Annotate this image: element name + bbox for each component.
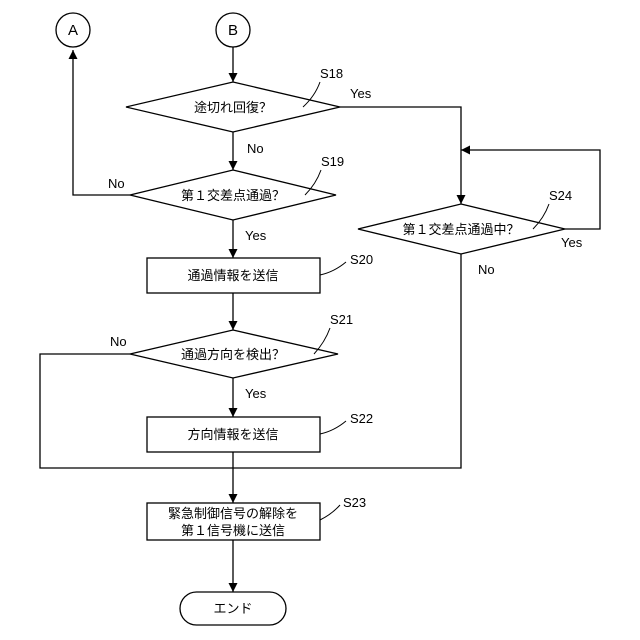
process-s23: 緊急制御信号の解除を 第１信号機に送信 xyxy=(147,503,320,540)
connector-b: B xyxy=(216,13,250,47)
step-label-s19: S19 xyxy=(321,154,344,169)
branch-s18-no: No xyxy=(247,141,264,156)
decision-s18: 途切れ回復？ xyxy=(126,82,340,132)
flow-s19-no xyxy=(73,50,130,195)
leader-s23 xyxy=(320,505,340,520)
step-label-s18: S18 xyxy=(320,66,343,81)
branch-s19-yes: Yes xyxy=(245,228,267,243)
svg-text:通過情報を送信: 通過情報を送信 xyxy=(187,269,278,284)
step-label-s20: S20 xyxy=(350,252,373,267)
svg-text:エンド: エンド xyxy=(213,602,252,617)
terminal-end: エンド xyxy=(180,592,286,625)
svg-text:第１交差点通過？: 第１交差点通過？ xyxy=(181,188,285,204)
branch-s24-no: No xyxy=(478,262,495,277)
process-s22: 方向情報を送信 xyxy=(147,417,320,452)
branch-s18-yes: Yes xyxy=(350,86,372,101)
svg-text:第１信号機に送信: 第１信号機に送信 xyxy=(181,524,285,539)
branch-s21-no: No xyxy=(110,334,127,349)
svg-text:B: B xyxy=(228,22,238,39)
svg-text:第１交差点通過中？: 第１交差点通過中？ xyxy=(402,222,519,238)
leader-s22 xyxy=(320,421,346,434)
flow-s18-yes xyxy=(340,107,461,204)
step-label-s23: S23 xyxy=(343,495,366,510)
svg-text:緊急制御信号の解除を: 緊急制御信号の解除を xyxy=(168,507,298,522)
svg-text:方向情報を送信: 方向情報を送信 xyxy=(187,427,278,443)
branch-s21-yes: Yes xyxy=(245,386,267,401)
svg-text:A: A xyxy=(68,22,78,39)
svg-text:通過方向を検出？: 通過方向を検出？ xyxy=(181,347,285,363)
decision-s21: 通過方向を検出？ xyxy=(130,330,338,378)
branch-s24-yes: Yes xyxy=(561,235,583,250)
connector-a: A xyxy=(56,13,90,47)
process-s20: 通過情報を送信 xyxy=(147,258,320,293)
step-label-s24: S24 xyxy=(549,188,572,203)
leader-s20 xyxy=(320,262,346,275)
decision-s24: 第１交差点通過中？ xyxy=(358,204,565,254)
step-label-s21: S21 xyxy=(330,312,353,327)
branch-s19-no: No xyxy=(108,176,125,191)
step-label-s22: S22 xyxy=(350,411,373,426)
svg-text:途切れ回復？: 途切れ回復？ xyxy=(194,100,272,116)
